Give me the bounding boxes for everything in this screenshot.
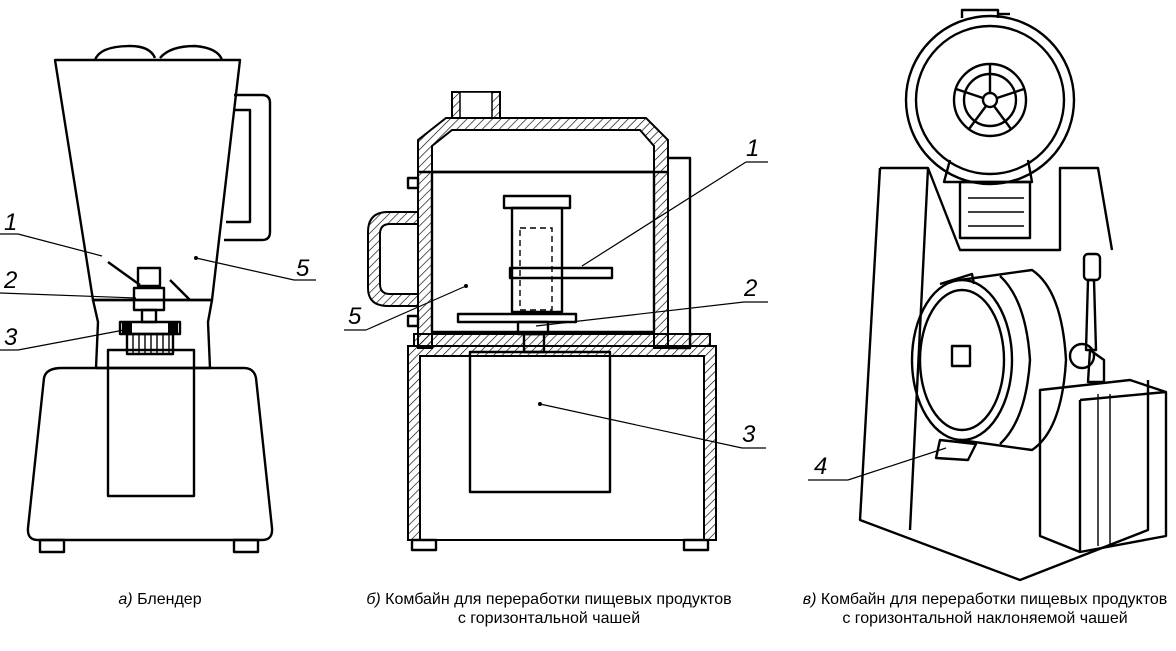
leader-c4 xyxy=(847,447,947,481)
label-3: 3 xyxy=(4,324,18,351)
grinder-inner-ring xyxy=(914,24,1066,176)
base-plate xyxy=(413,333,711,347)
lower-housing xyxy=(407,345,717,541)
tool-body xyxy=(510,206,564,314)
bowl-body xyxy=(959,268,1068,452)
tool-cap xyxy=(502,194,572,210)
body-edge xyxy=(908,167,930,531)
label-c4: 4 xyxy=(814,453,827,480)
main-body xyxy=(858,167,1150,582)
coupling-tooth-right xyxy=(168,323,178,333)
label-b2: 2 xyxy=(743,275,757,302)
label-b1: 1 xyxy=(746,135,759,162)
coupling-tooth-left xyxy=(122,323,132,333)
caption-c-letter: в) xyxy=(802,591,817,608)
housing-foot-right xyxy=(682,538,710,552)
housing-foot-left xyxy=(410,538,438,552)
blender-base xyxy=(26,366,274,542)
blender-jug xyxy=(53,58,242,302)
latch-lower xyxy=(406,314,420,328)
leader-b1 xyxy=(581,161,747,267)
caption-a-letter: а) xyxy=(118,591,133,608)
processor-c-drawing: 4 xyxy=(808,8,1168,582)
leader-b5 xyxy=(365,285,467,331)
leader-1 xyxy=(17,233,103,257)
caption-b: б) Комбайн для переработки пищевых проду… xyxy=(366,590,732,628)
caption-b-letter: б) xyxy=(366,591,381,608)
blade-shaft xyxy=(140,308,158,324)
foot-right xyxy=(232,538,260,554)
blade-right xyxy=(169,279,191,301)
caption-b-text: Комбайн для переработки пищевых продукто… xyxy=(385,591,732,627)
latch-upper xyxy=(406,176,420,190)
label-1: 1 xyxy=(4,209,17,236)
jug-handle xyxy=(224,93,272,242)
leader-3 xyxy=(17,329,125,351)
label-5: 5 xyxy=(296,255,310,282)
bowl-band xyxy=(999,275,1032,445)
caption-c-text: Комбайн для переработки пищевых продукто… xyxy=(820,591,1168,627)
label-b3: 3 xyxy=(742,421,756,448)
leader-b3 xyxy=(539,403,743,449)
label-2: 2 xyxy=(3,267,17,294)
processor-b-drawing: 1 2 3 5 xyxy=(344,91,768,552)
lower-blade xyxy=(456,312,578,324)
leader-2 xyxy=(0,292,137,299)
caption-a-text: Блендер xyxy=(137,591,202,608)
lever-arm xyxy=(1084,278,1098,352)
lever-pivot xyxy=(1068,342,1096,370)
left-handle xyxy=(367,211,419,307)
lever-knob xyxy=(1082,252,1102,282)
upper-blade xyxy=(508,266,614,280)
bowl-inner-rim xyxy=(918,288,1006,432)
bowl-center-boss xyxy=(950,344,972,368)
grinder-spokes xyxy=(955,64,1025,130)
leader-5 xyxy=(195,257,295,281)
grinder-hub xyxy=(981,91,999,109)
grinder-outer-ring xyxy=(904,14,1076,186)
discharge-spout xyxy=(934,438,978,462)
blender-drawing: 1 2 3 5 xyxy=(0,44,316,554)
caption-a: а) Блендер xyxy=(80,590,240,609)
bowl-clamp xyxy=(939,272,976,286)
motor-housing xyxy=(106,348,196,498)
blade-left xyxy=(107,261,141,286)
blade-hub xyxy=(136,266,162,288)
label-b5: 5 xyxy=(348,303,362,330)
mechanism-box xyxy=(958,180,1032,240)
caption-c: в) Комбайн для переработки пищевых проду… xyxy=(800,590,1170,628)
lever-foot xyxy=(1086,348,1106,384)
leader-b2 xyxy=(535,301,745,327)
bowl-rim xyxy=(910,278,1014,442)
lid-bump-left xyxy=(93,44,157,61)
motor-block xyxy=(468,350,612,494)
jug-handle-inner xyxy=(226,108,252,224)
control-box xyxy=(1038,378,1168,554)
lid-bump-right xyxy=(159,44,224,61)
foot-left xyxy=(38,538,66,554)
side-column xyxy=(668,156,692,350)
